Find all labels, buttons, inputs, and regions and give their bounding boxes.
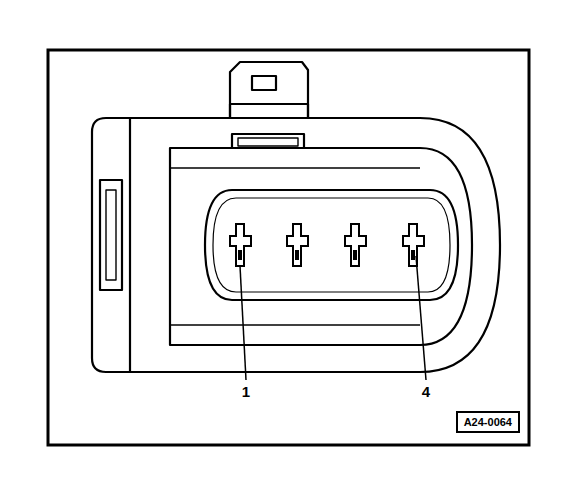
callout-number: 1	[242, 384, 250, 399]
pin-contact	[287, 224, 308, 266]
pin-contact	[403, 224, 424, 266]
figure-id: A24-0064	[458, 413, 518, 431]
figure-id-box: A24-0064	[456, 411, 520, 433]
pin-contact	[230, 224, 251, 266]
pin-slot	[238, 250, 242, 260]
callout-number: 4	[422, 384, 430, 399]
pin-slot	[411, 250, 415, 260]
pin-slot	[353, 250, 357, 260]
pin-contact	[345, 224, 366, 266]
pin-slot	[295, 250, 299, 260]
frame	[48, 50, 529, 445]
